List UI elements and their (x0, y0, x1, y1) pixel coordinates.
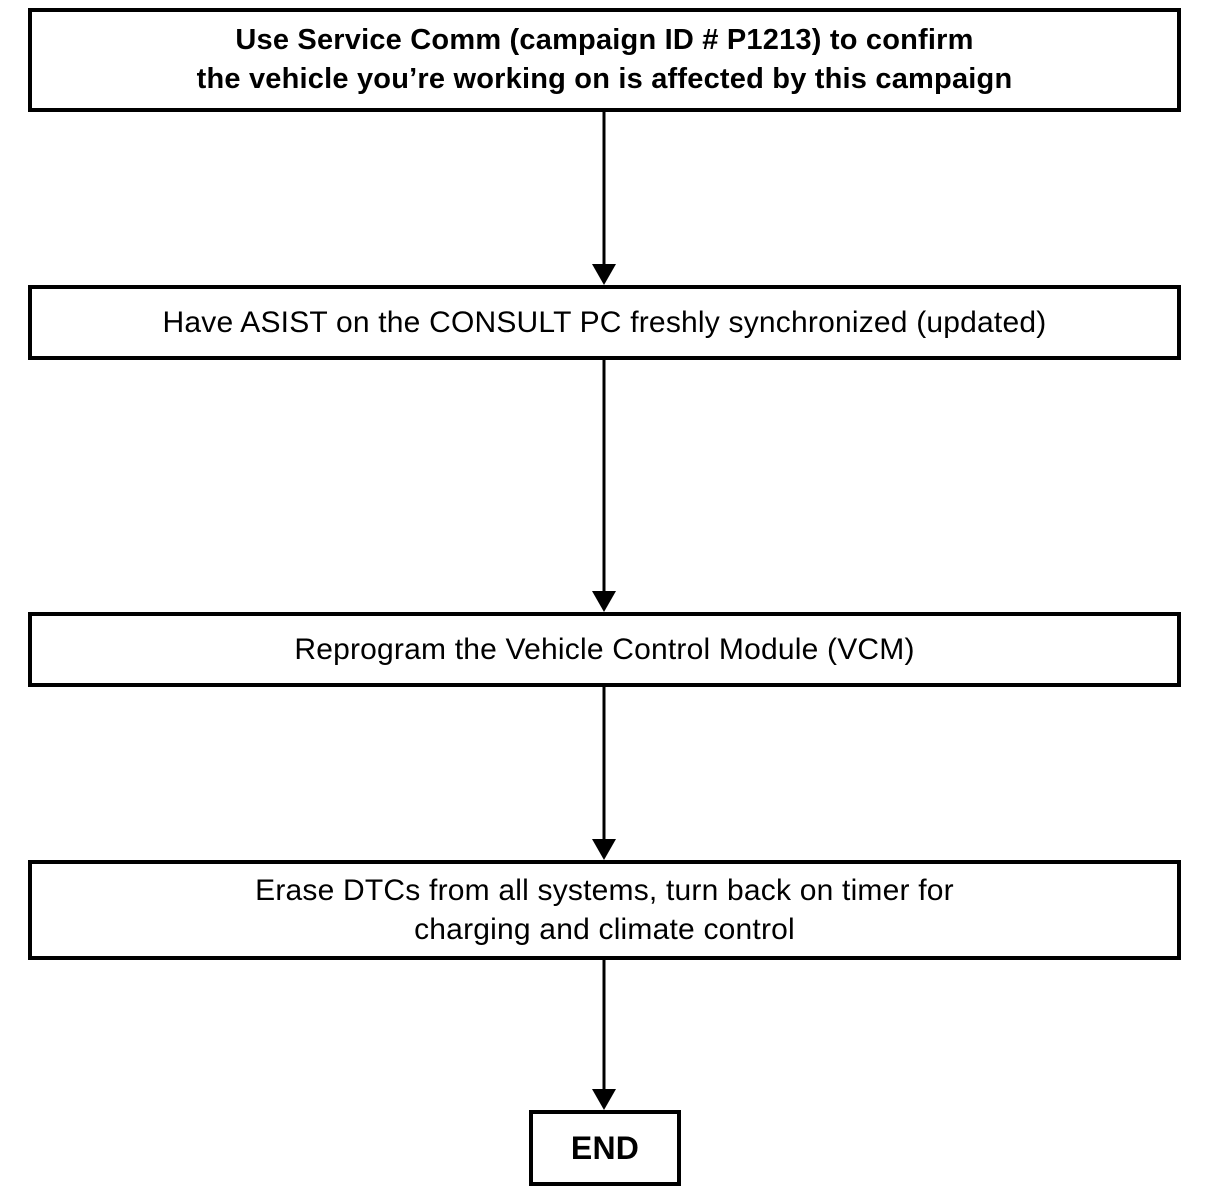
step-erase-dtcs-box: Erase DTCs from all systems, turn back o… (28, 860, 1181, 960)
connector-arrow-1 (592, 112, 616, 285)
arrow-head-down-icon (592, 264, 616, 285)
arrow-head-down-icon (592, 1089, 616, 1110)
connector-arrow-2 (592, 360, 616, 612)
arrow-line (602, 960, 606, 1094)
end-node-box: END (529, 1110, 681, 1186)
step-sync-asist-box: Have ASIST on the CONSULT PC freshly syn… (28, 285, 1181, 360)
arrow-line (602, 687, 606, 844)
step-confirm-campaign-box: Use Service Comm (campaign ID # P1213) t… (28, 8, 1181, 112)
arrow-line (602, 360, 606, 596)
arrow-head-down-icon (592, 591, 616, 612)
arrow-head-down-icon (592, 839, 616, 860)
step-reprogram-vcm-box: Reprogram the Vehicle Control Module (VC… (28, 612, 1181, 687)
connector-arrow-4 (592, 960, 616, 1110)
connector-arrow-3 (592, 687, 616, 860)
arrow-line (602, 112, 606, 269)
